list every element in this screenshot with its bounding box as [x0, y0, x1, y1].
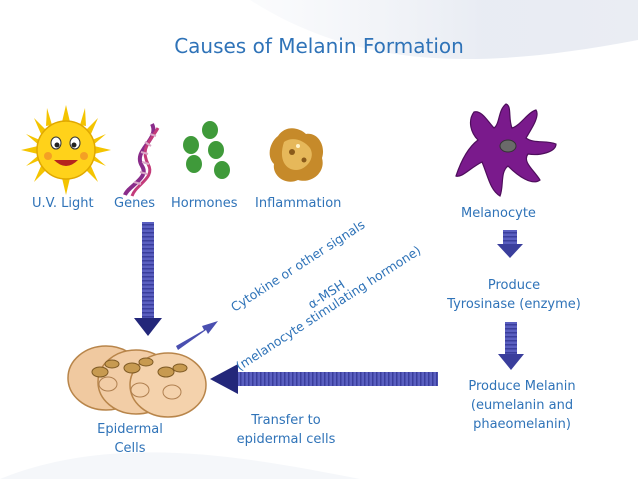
- produce-tyrosinase-line2: Tyrosinase (enzyme): [447, 297, 581, 312]
- sun-face-icon: [21, 105, 111, 195]
- dna-helix-icon: [123, 123, 160, 197]
- melanocyte-label: Melanocyte: [461, 206, 536, 221]
- produce-melanin-line3: phaeomelanin): [473, 417, 571, 432]
- transfer-label: Transfer to epidermal cells: [216, 411, 356, 449]
- arrow-tyrosinase-to-melanin: [498, 322, 524, 370]
- produce-melanin-line2: (eumelanin and: [470, 398, 574, 413]
- produce-melanin-line1: Produce Melanin: [468, 379, 576, 394]
- arrow-causes-to-epidermal: [134, 222, 162, 336]
- melanocyte-cell-icon: [455, 103, 557, 197]
- epidermal-line2: Cells: [114, 441, 146, 456]
- transfer-line1: Transfer to: [251, 413, 321, 428]
- inflammation-blob-icon: [269, 128, 324, 182]
- cause-label-hormones: Hormones: [171, 196, 238, 211]
- arrow-melanocyte-to-tyrosinase: [497, 230, 523, 258]
- transfer-line2: epidermal cells: [236, 432, 336, 447]
- cause-label-inflammation: Inflammation: [255, 196, 342, 211]
- cause-label-uv-light: U.V. Light: [32, 196, 94, 211]
- diagram-title: Causes of Melanin Formation: [174, 34, 464, 58]
- arrow-melanin-to-epidermal: [210, 364, 438, 394]
- produce-tyrosinase-line1: Produce: [487, 278, 541, 293]
- produce-tyrosinase-text: Produce Tyrosinase (enzyme): [416, 276, 612, 314]
- arrow-epidermal-to-signals: [176, 321, 218, 350]
- hormone-cells-icon: [183, 121, 230, 179]
- epidermal-line1: Epidermal: [97, 422, 163, 437]
- epidermal-cells-label: Epidermal Cells: [72, 420, 188, 458]
- produce-melanin-text: Produce Melanin (eumelanin and phaeomela…: [432, 377, 612, 434]
- cause-label-genes: Genes: [114, 196, 156, 211]
